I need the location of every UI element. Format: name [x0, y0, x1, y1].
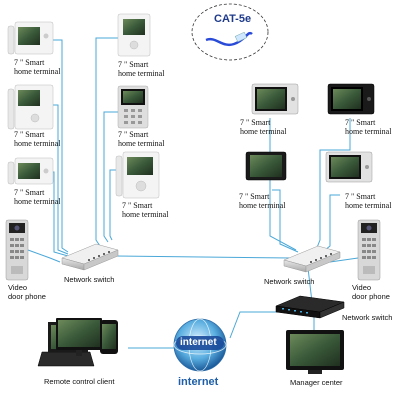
cable-t5: [103, 111, 118, 243]
terminal-r1: [251, 83, 299, 115]
terminal-label-l6: 7 " Smart home terminal: [122, 201, 169, 219]
switch-right-device: [283, 245, 341, 273]
cable-t4: [95, 37, 118, 247]
internet-globe: [173, 318, 227, 372]
terminal-label-l4: 7 " Smart home terminal: [118, 60, 165, 78]
remote-client-label: Remote control client: [44, 377, 115, 386]
cable-t10: [319, 194, 340, 255]
switch-core-label: Network switch: [342, 313, 393, 322]
cat5e-badge: [191, 3, 269, 61]
door-phone-left: [5, 219, 29, 281]
terminal-label-r2: 7 " Smart home terminal: [345, 118, 392, 136]
terminal-l2: [7, 84, 54, 130]
terminal-l1: [7, 21, 54, 55]
switch-core-device: [275, 295, 345, 319]
cable-t6: [109, 169, 118, 241]
terminal-l3: [7, 157, 54, 185]
cable-core-internet: [229, 311, 282, 339]
terminal-label-r3: 7 " Smart home terminal: [239, 192, 286, 210]
terminal-label-l1: 7 " Smart home terminal: [14, 58, 61, 76]
switch-left-device: [61, 243, 119, 271]
terminal-label-l5: 7 " Smart home terminal: [118, 130, 165, 148]
terminal-r2: [327, 83, 375, 115]
manager-center-device: [286, 330, 344, 374]
terminal-label-l2: 7 " Smart home terminal: [14, 130, 61, 148]
remote-client-devices: [37, 318, 118, 367]
terminal-label-r4: 7 " Smart home terminal: [345, 192, 392, 210]
cable-t8: [315, 118, 351, 251]
door-phone-right: [357, 219, 381, 281]
door-phone-right-label: Video door phone: [352, 283, 390, 301]
terminal-l4: [117, 13, 151, 57]
internet-logo-text: internet: [180, 337, 217, 348]
switch-left-label: Network switch: [64, 275, 115, 284]
cable-t9: [272, 189, 299, 253]
terminal-label-l3: 7 " Smart home terminal: [14, 188, 61, 206]
terminal-r4: [325, 151, 373, 183]
cable-dp-left: [27, 249, 61, 263]
door-phone-left-label: Video door phone: [8, 283, 46, 301]
manager-center-label: Manager center: [290, 378, 343, 387]
switch-right-label: Network switch: [264, 277, 315, 286]
cable-t7: [269, 118, 297, 251]
terminal-r3: [245, 151, 287, 181]
terminal-l5: [117, 85, 149, 129]
terminal-l6: [115, 151, 160, 199]
cable-switch-link: [114, 255, 293, 259]
cable-t3: [42, 171, 69, 257]
internet-label: internet: [178, 376, 219, 388]
cable-to-core: [307, 267, 313, 303]
terminal-label-r1: 7 " Smart home terminal: [240, 118, 287, 136]
